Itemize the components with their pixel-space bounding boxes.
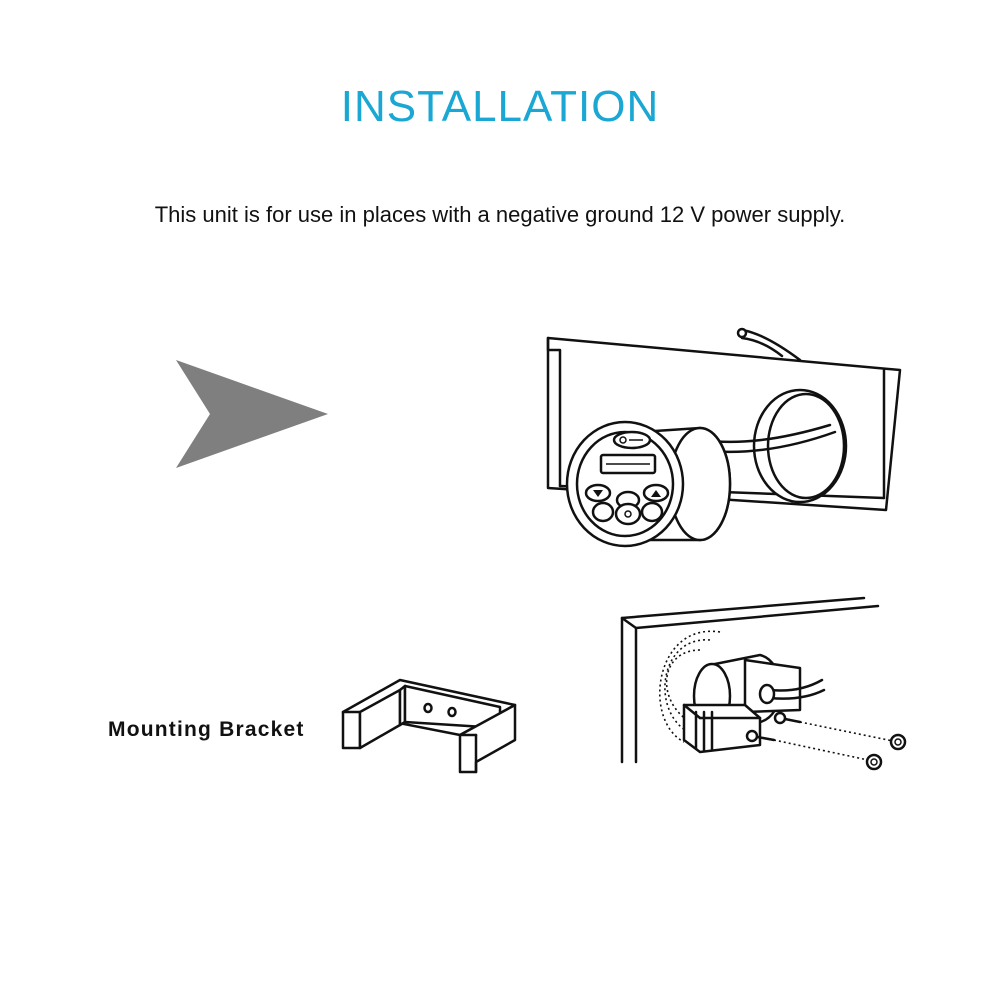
mounting-bracket-label: Mounting Bracket: [108, 718, 305, 741]
page-title: INSTALLATION: [340, 82, 660, 131]
power-supply-note: This unit is for use in places with a ne…: [154, 202, 846, 227]
mounting-bracket-illustration: [341, 678, 517, 774]
rear-mount-illustration: [620, 596, 907, 771]
panel-mount-illustration: [546, 327, 902, 548]
arrow-right-icon: [176, 360, 328, 468]
